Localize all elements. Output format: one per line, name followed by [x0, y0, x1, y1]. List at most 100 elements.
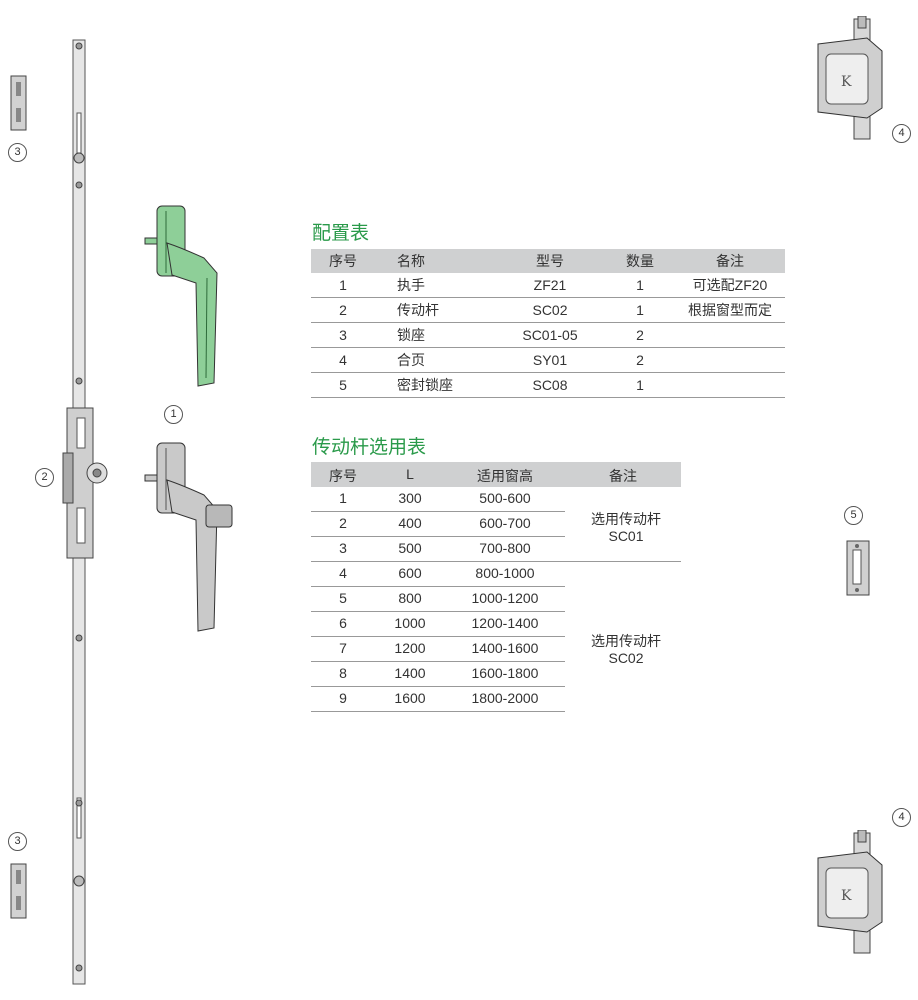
table-row: 6 1000 1200-1400: [311, 612, 565, 637]
cell-model: SC01-05: [495, 322, 605, 348]
cell-index: 2: [311, 297, 375, 323]
table-row: 5 800 1000-1200: [311, 587, 565, 612]
cell-note: 根据窗型而定: [675, 297, 785, 323]
cell-index: 5: [339, 590, 347, 606]
cell-name: 传动杆: [375, 297, 495, 323]
cell-index: 9: [339, 690, 347, 706]
table-row: 3 500 700-800: [311, 537, 565, 562]
callout-lock-seat-top: 3: [8, 143, 27, 162]
header-note: 备注: [609, 468, 637, 484]
cell-index: 5: [311, 372, 375, 398]
handle-with-key-illustration: [144, 442, 233, 632]
lock-seat-bottom-illustration: [10, 863, 27, 919]
cell-qty: 2: [605, 347, 675, 373]
table-row: 2 400 600-700: [311, 512, 565, 537]
cell-index: 3: [339, 540, 347, 556]
cell-model: SC02: [495, 297, 605, 323]
cell-index: 4: [339, 565, 347, 581]
cell-window-height: 1600-1800: [471, 665, 539, 681]
cell-index: 8: [339, 665, 347, 681]
table-row: 1 300 500-600: [311, 487, 565, 512]
rod-table-title: 传动杆选用表: [312, 437, 427, 458]
cell-name: 密封锁座: [375, 372, 495, 398]
callout-handle: 1: [164, 405, 183, 424]
cell-model: ZF21: [495, 273, 605, 298]
header-note: 备注: [675, 249, 785, 273]
cell-length: 600: [398, 565, 422, 581]
rod-note-sc02: 选用传动杆 SC02: [565, 633, 687, 667]
rod-note-line: 选用传动杆: [591, 511, 661, 527]
cell-window-height: 800-1000: [475, 565, 535, 581]
cell-window-height: 1400-1600: [471, 640, 539, 656]
table-row: 7 1200 1400-1600: [311, 637, 565, 662]
header-model: 型号: [495, 249, 605, 273]
callout-hinge-bottom: 4: [892, 808, 911, 827]
cell-length: 400: [398, 515, 422, 531]
cell-length: 1200: [394, 640, 426, 656]
drive-rod-illustration: [62, 39, 108, 985]
cell-length: 300: [398, 490, 422, 506]
rod-note-model: SC01: [608, 528, 644, 544]
table-header-row: 序号 名称 型号 数量 备注: [311, 249, 785, 273]
cell-index: 2: [339, 515, 347, 531]
header-index: 序号: [329, 468, 357, 484]
rod-note-line: 选用传动杆: [591, 633, 661, 649]
svg-text:K: K: [841, 74, 852, 90]
cell-note: 可选配ZF20: [675, 273, 785, 298]
table-row: 4 600 800-1000: [311, 562, 565, 587]
rod-table-header: 序号 L 适用窗高 备注: [311, 462, 681, 487]
cell-qty: 1: [605, 273, 675, 298]
config-table-title: 配置表: [312, 223, 370, 244]
cell-length: 1000: [394, 615, 426, 631]
cell-note: [675, 372, 785, 398]
header-length: L: [406, 466, 414, 482]
cell-window-height: 1200-1400: [471, 615, 539, 631]
cell-index: 6: [339, 615, 347, 631]
callout-hinge-top: 4: [892, 124, 911, 143]
header-index: 序号: [311, 249, 375, 273]
callout-seal-lock-seat: 5: [844, 506, 863, 525]
lock-seat-top-illustration: [10, 75, 27, 131]
cell-index: 1: [339, 490, 347, 506]
cell-qty: 1: [605, 372, 675, 398]
seal-lock-seat-illustration: [846, 540, 870, 596]
header-name: 名称: [375, 249, 495, 273]
cell-qty: 2: [605, 322, 675, 348]
callout-lock-seat-bottom: 3: [8, 832, 27, 851]
cell-index: 4: [311, 347, 375, 373]
callout-drive-rod: 2: [35, 468, 54, 487]
cell-length: 800: [398, 590, 422, 606]
cell-name: 合页: [375, 347, 495, 373]
cell-model: SC08: [495, 372, 605, 398]
cell-index: 7: [339, 640, 347, 656]
rod-note-sc01: 选用传动杆 SC01: [565, 511, 687, 545]
cell-name: 锁座: [375, 322, 495, 348]
cell-note: [675, 347, 785, 373]
hinge-top-illustration: K: [817, 16, 883, 140]
cell-window-height: 1000-1200: [471, 590, 539, 606]
handle-zf21-illustration: [144, 205, 218, 387]
hinge-bottom-illustration: K: [817, 830, 883, 954]
cell-length: 1600: [394, 690, 426, 706]
cell-index: 1: [311, 273, 375, 298]
cell-qty: 1: [605, 297, 675, 323]
cell-model: SY01: [495, 347, 605, 373]
header-qty: 数量: [605, 249, 675, 273]
header-window-height: 适用窗高: [477, 468, 533, 484]
cell-note: [675, 322, 785, 348]
cell-length: 500: [398, 540, 422, 556]
group-divider: [311, 561, 681, 562]
rod-note-model: SC02: [608, 650, 644, 666]
cell-window-height: 500-600: [479, 490, 531, 506]
cell-name: 执手: [375, 273, 495, 298]
cell-window-height: 700-800: [479, 540, 531, 556]
cell-window-height: 600-700: [479, 515, 531, 531]
